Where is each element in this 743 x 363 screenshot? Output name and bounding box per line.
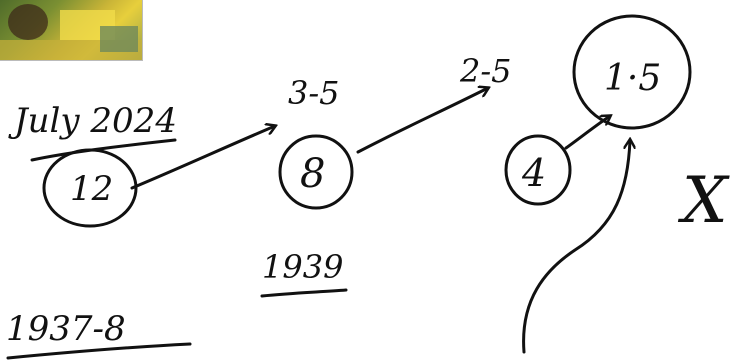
year-1937-underline <box>6 342 192 360</box>
year-1937-label: 1937-8 <box>6 309 126 349</box>
node-12-label: 12 <box>70 169 113 209</box>
ratio-label-1: 3-5 <box>288 74 340 112</box>
date-label: July 2024 <box>8 101 177 141</box>
photo-thumbnail <box>0 0 143 61</box>
arrow-12-to-8 <box>130 126 275 190</box>
arrow-8-to-4 <box>356 88 488 154</box>
arrow-4-to-1-5 <box>564 116 610 150</box>
node-1-5-circle <box>572 14 692 130</box>
year-1939-underline <box>260 288 348 298</box>
node-4-circle <box>504 134 572 206</box>
ratio-label-2: 2-5 <box>459 52 512 90</box>
node-4-label: 4 <box>521 151 546 195</box>
cross-mark: X <box>677 164 730 238</box>
curved-arrow-into-1-5 <box>522 140 630 354</box>
year-1939-label: 1939 <box>262 248 343 286</box>
date-underline <box>30 138 177 162</box>
node-1-5-label: 1·5 <box>604 58 661 99</box>
node-8-circle <box>278 134 354 210</box>
node-12-circle <box>42 148 138 228</box>
node-8-label: 8 <box>300 151 325 197</box>
